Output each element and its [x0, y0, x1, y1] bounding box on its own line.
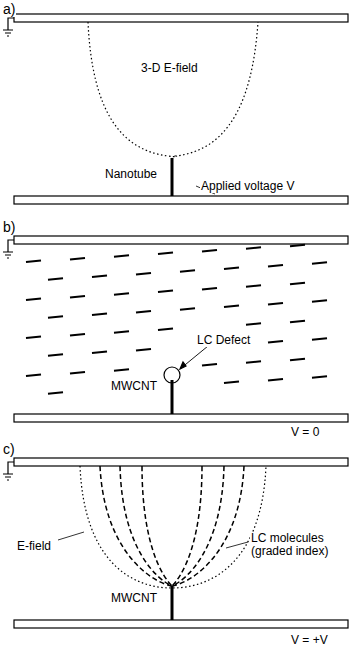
bottom-electrode	[14, 620, 348, 628]
e-field-envelope	[88, 22, 258, 157]
top-electrode	[14, 14, 348, 22]
part-label: MWCNT	[110, 592, 158, 605]
bottom-electrode	[14, 414, 348, 422]
nanotube	[171, 380, 174, 414]
panel-letter: a)	[2, 2, 16, 17]
part-label: LC Defect	[196, 334, 251, 347]
nanotube	[171, 158, 174, 196]
bottom-electrode	[14, 196, 348, 204]
ground-symbol	[3, 462, 14, 480]
e-field-envelope	[80, 466, 266, 588]
lc-defect-circle	[164, 367, 180, 383]
part-label: Nanotube	[104, 168, 158, 181]
lc-director-lines	[100, 466, 244, 586]
ground-symbol	[3, 240, 14, 258]
voltage-label: V = 0	[290, 426, 320, 439]
leader-line	[58, 532, 84, 540]
field-label: E-field	[16, 540, 52, 553]
part-label: MWCNT	[110, 380, 158, 393]
top-electrode	[14, 458, 348, 466]
panel-letter: c)	[2, 442, 16, 457]
ground-symbol	[3, 18, 14, 36]
voltage-label: V = +V	[290, 634, 329, 647]
arrow-head	[180, 362, 186, 369]
field-label: 3-D E-field	[140, 62, 199, 75]
lc-molecules	[26, 245, 327, 394]
nanotube	[171, 586, 174, 620]
part-label: LC molecules (graded index)	[250, 532, 334, 558]
panel-letter: b)	[2, 220, 16, 235]
leader-line	[226, 542, 248, 548]
voltage-label: Applied voltage V	[200, 180, 295, 193]
top-electrode	[14, 236, 348, 244]
